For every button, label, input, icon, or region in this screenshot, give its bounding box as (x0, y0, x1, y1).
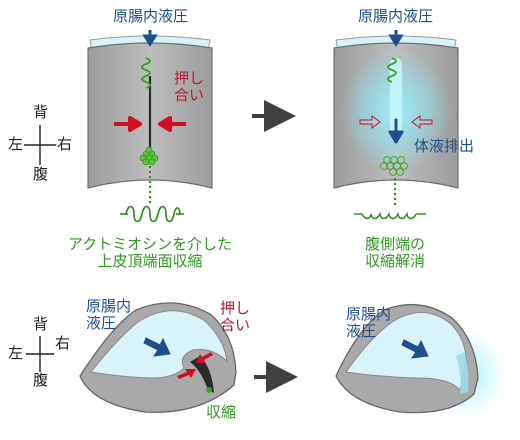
bottom-left-contraction-label: 収縮 (206, 403, 237, 421)
bottom-right-pressure-arrow (401, 339, 429, 359)
axis-bottom-dorsal: 背 (33, 315, 49, 333)
top-right-spring-relaxed (361, 211, 417, 220)
axis-bottom-ventral: 腹 (33, 371, 49, 389)
axis-top-left: 左 (8, 135, 24, 153)
top-left-caption: アクトミオシンを介した 上皮頂端面収縮 (67, 235, 233, 271)
top-right-push-arrow-right-outline (411, 115, 433, 129)
top-right-fluid-arrow (388, 118, 404, 144)
axis-top-right: 右 (57, 135, 73, 153)
top-right-caption: 腹側端の 収縮解消 (364, 235, 425, 271)
axis-top-ventral: 腹 (33, 165, 49, 183)
top-right-tissue-panel (333, 30, 459, 220)
top-left-push-arrow-left (114, 116, 142, 132)
bottom-right-ventral-edge (456, 352, 469, 394)
top-right-actomyosin-cluster (380, 156, 408, 176)
bottom-left-push-arrow-upper (196, 352, 213, 363)
axis-bottom-left: 左 (8, 344, 24, 362)
bottom-left-push-arrow-lower (177, 369, 196, 379)
top-left-tissue-panel (87, 30, 213, 223)
top-left-actomyosin-cluster (139, 146, 159, 166)
bottom-left-push-label: 押し 合い (220, 299, 251, 335)
top-right-fluid-label: 体液排出 (414, 137, 475, 155)
bottom-right-embryo-panel (335, 304, 506, 418)
bottom-left-pressure-arrow (143, 337, 171, 357)
axis-top-dorsal: 背 (33, 103, 49, 121)
top-right-actomyosin-spring (387, 57, 397, 83)
bottom-right-lumen (345, 312, 467, 392)
top-right-push-arrow-left-outline (359, 115, 381, 129)
top-left-spring-coil (125, 205, 181, 223)
bottom-left-pressure-label: 原腸内 液圧 (86, 297, 132, 333)
axes-top-cross (24, 125, 56, 165)
top-right-pressure-label: 原腸内液圧 (358, 7, 434, 25)
top-right-pressure-arrow (388, 30, 404, 47)
top-left-pressure-arrow (142, 30, 158, 47)
axes-bottom-cross (26, 336, 54, 372)
axis-bottom-right: 右 (55, 334, 71, 352)
top-left-push-arrow-right (158, 116, 186, 132)
top-left-pressure-label: 原腸内液圧 (113, 7, 189, 25)
top-left-actomyosin-spring (141, 57, 151, 89)
bottom-left-ventral-cleft (190, 356, 214, 393)
bottom-right-pressure-label: 原腸内 液圧 (346, 305, 392, 341)
bottom-left-embryo-panel (79, 302, 237, 413)
top-left-push-label: 押し 合い (174, 69, 205, 105)
bottom-left-actomyosin-dot (206, 387, 212, 393)
